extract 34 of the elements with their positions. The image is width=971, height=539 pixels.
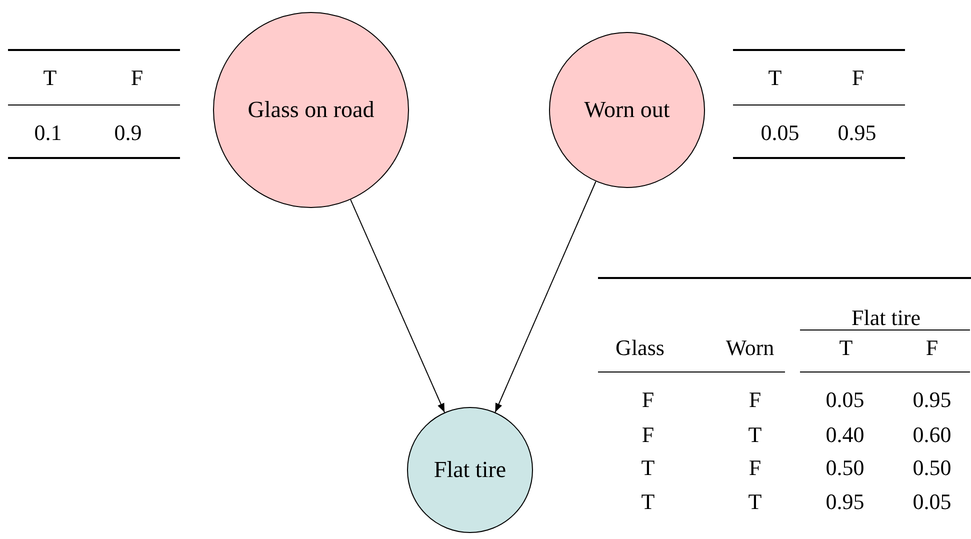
node-label: Glass on road — [248, 97, 374, 123]
table-cell: T — [641, 456, 655, 480]
table-cell: 0.40 — [826, 422, 864, 448]
table-cell: F — [642, 388, 654, 412]
table-cell: 0.60 — [912, 422, 952, 448]
table-cell: 0.05 — [912, 490, 952, 514]
table-cell: 0.1 — [34, 120, 62, 146]
table-cell: Glass — [616, 336, 664, 360]
table-cell: F — [852, 66, 864, 90]
table-cell: 0.9 — [114, 120, 142, 146]
table-cell: F — [926, 336, 938, 360]
table-cell: F — [130, 66, 144, 90]
node-label: Worn out — [584, 97, 670, 123]
table-cell: 0.95 — [826, 490, 864, 514]
table-cell: Worn — [726, 336, 774, 360]
table-cell: 0.05 — [826, 388, 864, 412]
table-cell: T — [768, 66, 782, 90]
table-cell: 0.05 — [760, 120, 800, 146]
table-cell: 0.95 — [912, 388, 952, 412]
arrow — [494, 181, 596, 413]
table-cell: T — [748, 422, 762, 448]
table-cell: 0.50 — [912, 456, 952, 480]
node-label: Flat tire — [434, 457, 506, 483]
table-cell: F — [748, 388, 762, 412]
table-cell: 0.95 — [838, 120, 876, 146]
table-cell: T — [748, 490, 762, 514]
table-cell: T — [839, 336, 853, 360]
table-cell: 0.50 — [826, 456, 864, 480]
table-cell: T — [641, 490, 655, 514]
table-cell: F — [748, 456, 762, 480]
arrow — [350, 199, 446, 413]
table-cell: F — [642, 422, 654, 448]
table-cell: Flat tire — [851, 306, 921, 330]
table-cell: T — [43, 66, 57, 90]
